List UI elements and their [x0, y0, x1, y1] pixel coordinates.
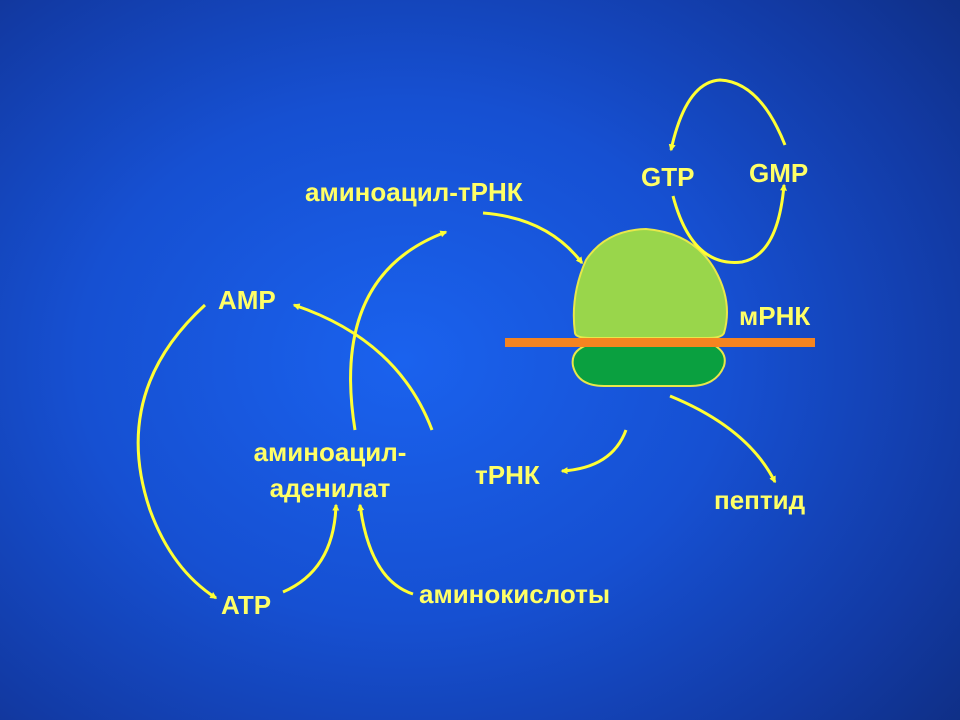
- arrow-gtp-to-gmp: [671, 183, 788, 264]
- label-trna: тРНК: [475, 460, 540, 490]
- label-amino-acids: аминокислоты: [419, 579, 611, 609]
- label-aminoacyl-adenylate-line1: аминоацил-: [253, 437, 407, 467]
- arrow-gmp-to-gtp: [668, 78, 787, 152]
- mrna-strand: [505, 338, 815, 347]
- arrow-adenylate-to-amp: [292, 303, 434, 431]
- arrow-atp-to-adenylate: [282, 503, 340, 594]
- label-atp: ATP: [221, 590, 272, 620]
- arrow-ribosome-to-trna: [560, 429, 628, 475]
- label-aminoacyl-adenylate-line2: аденилат: [269, 473, 391, 503]
- arrow-adenylate-to-aminoacyl-trna: [349, 230, 448, 431]
- arrow-ribosome-to-peptide: [669, 394, 777, 484]
- label-gtp: GTP: [641, 162, 695, 192]
- arrow-aminoacyl-trna-to-ribosome: [482, 211, 584, 265]
- label-mrna: мРНК: [739, 301, 811, 331]
- arrow-amino-acids-to-adenylate: [357, 503, 414, 596]
- label-amp: AMP: [218, 285, 276, 315]
- label-peptide: пептид: [714, 485, 806, 515]
- ribosome-large-subunit: [572, 227, 728, 339]
- ribosome-small-subunit: [571, 343, 726, 387]
- label-gmp: GMP: [749, 158, 809, 188]
- label-aminoacyl-trna: аминоацил-тРНК: [305, 177, 523, 207]
- arrow-amp-to-atp: [136, 303, 218, 600]
